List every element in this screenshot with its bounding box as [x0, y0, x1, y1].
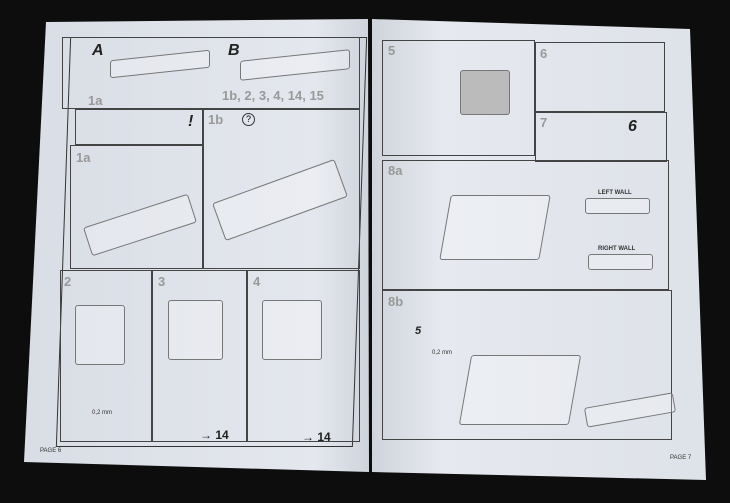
next-step-arrow: → 14: [200, 428, 229, 442]
next-step-number: 14: [317, 430, 331, 444]
step-2-label: 2: [64, 274, 72, 289]
step-1a-sub-label: 1a: [76, 150, 91, 165]
part-5-label: 5: [415, 325, 422, 337]
step-1a-label: 1a: [88, 93, 103, 108]
thickness-label: 0,2 mm: [92, 410, 113, 416]
left-page: A B 1a 1b, 2, 3, 4, 14, 15 ! 1b ? 1a 2 0…: [24, 19, 369, 472]
leg-drawing: [75, 305, 125, 365]
cockpit-panel-drawing: [460, 70, 510, 115]
panel-1a-top: [75, 109, 203, 145]
steps-b-label: 1b, 2, 3, 4, 14, 15: [222, 88, 324, 103]
page-number: PAGE 6: [40, 448, 62, 454]
fuselage-drawing-8a: [439, 195, 551, 260]
step-4-label: 4: [253, 274, 261, 289]
left-wall-drawing: [585, 198, 650, 214]
right-page: 5 6 7 6 8a LEFT WALL RIGHT WALL 8b 5 0,2…: [372, 19, 706, 480]
page-number: PAGE 7: [670, 455, 692, 461]
step-8a-label: 8a: [388, 163, 403, 178]
fuselage-drawing-8b: [458, 355, 582, 425]
panel-b-label: B: [228, 42, 240, 59]
warning-icon: !: [188, 113, 194, 130]
leg-drawing: [168, 300, 223, 360]
right-wall-label: RIGHT WALL: [598, 246, 636, 252]
panel-3: [152, 270, 247, 442]
step-8b-label: 8b: [388, 294, 404, 309]
panel-4: [247, 270, 360, 442]
panel-a-label: A: [92, 42, 104, 59]
leg-drawing: [262, 300, 322, 360]
panel-2: [60, 270, 152, 442]
help-icon: ?: [242, 113, 255, 126]
step-3-label: 3: [158, 274, 166, 289]
next-step-number: 14: [215, 428, 229, 442]
panel-5: [382, 40, 535, 156]
thickness-label: 0,2 mm: [432, 350, 453, 356]
step-6-label: 6: [540, 46, 548, 61]
step-7-label: 7: [540, 115, 548, 130]
left-wall-label: LEFT WALL: [598, 190, 632, 196]
step-5-label: 5: [388, 43, 396, 58]
right-wall-drawing: [588, 254, 653, 270]
next-step-arrow: → 14: [302, 430, 331, 444]
panel-1b: [203, 109, 360, 269]
panel-8b: [382, 290, 672, 440]
panel-7: [535, 112, 667, 162]
part-6-label: 6: [628, 118, 637, 135]
panel-6: [535, 42, 665, 112]
overview-panel: [62, 37, 360, 109]
panel-8a: [382, 160, 669, 290]
step-1b-label: 1b: [208, 112, 224, 127]
panel-1a: [70, 145, 203, 269]
